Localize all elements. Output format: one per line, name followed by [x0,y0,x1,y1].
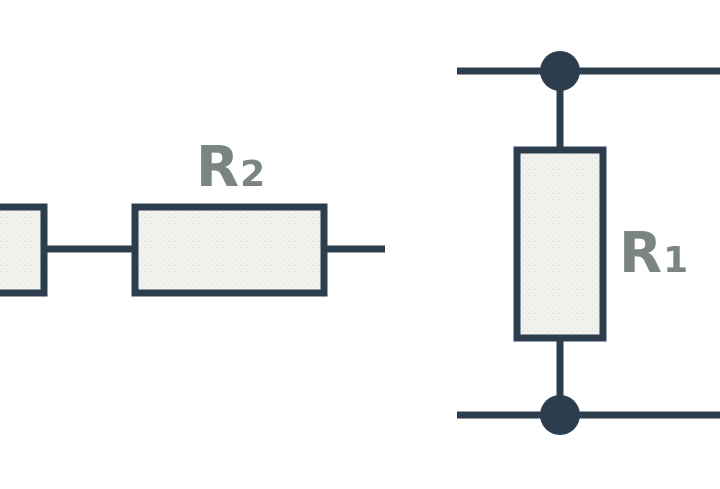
resistor-r2-body [131,203,328,297]
resistor-body-left-partial [0,203,48,297]
resistor-r1-subscript: 1 [663,240,688,281]
junction-node-bottom [540,395,580,435]
resistor-r1-letter: R [619,221,662,286]
resistor-r2-letter: R [196,135,239,200]
resistor-r2-label: R2 [196,135,265,200]
resistor-r2-subscript: 2 [240,154,265,195]
junction-node-top [540,51,580,91]
resistor-r1-label: R1 [619,221,688,286]
resistor-r1-body [513,146,607,342]
